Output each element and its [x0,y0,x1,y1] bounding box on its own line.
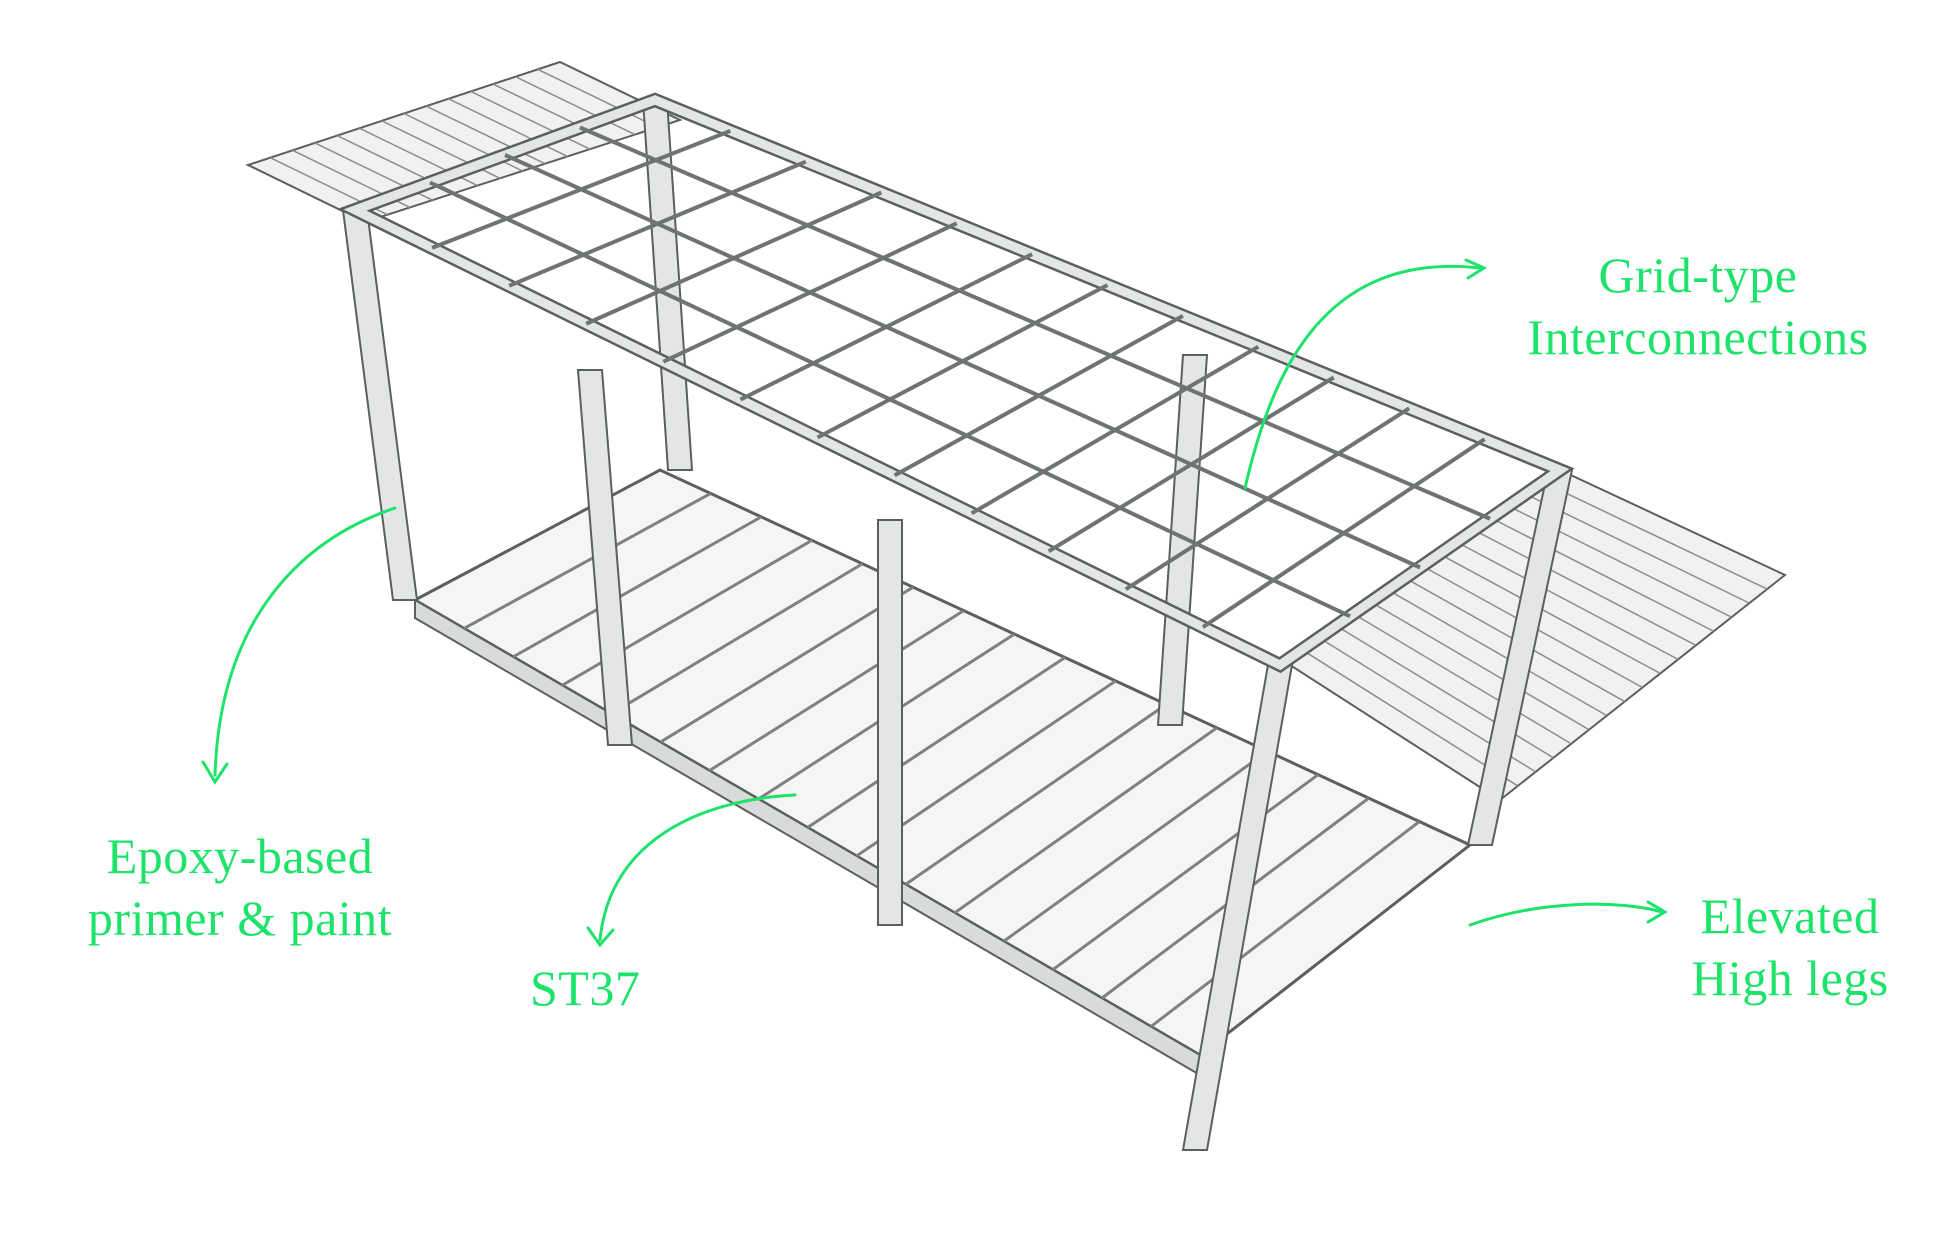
callout-legs-line1: Elevated [1700,888,1880,944]
roof-sheet-rib [1340,627,1554,759]
roof-sheet-rib [1373,603,1590,731]
floor-joist [463,492,712,630]
floor-joist [1051,773,1320,971]
roof-sheet-rib [470,90,591,150]
roof-sheet-rib [448,98,568,158]
curved-arrow-icon [1243,264,1482,490]
roof-longitudinal-bar [429,180,1351,619]
curved-arrow-icon [1646,900,1668,924]
curved-arrow-icon [586,926,615,948]
roof-sheet-rib [1390,591,1608,717]
callout-st37-line1: ST37 [530,960,641,1016]
callout-epoxy-primer-paint: Epoxy-based primer & paint [55,825,425,949]
curved-arrow-icon [598,793,797,942]
curved-arrow-icon [1468,902,1664,927]
callout-arrows [201,258,1668,948]
steel-post [576,369,634,746]
roof-sheet-rib [515,76,636,136]
curved-arrow-icon [1464,258,1488,280]
floor-joist [708,609,965,772]
callout-grid-line2: Interconnections [1527,309,1869,365]
roof-longitudinal-bar [504,153,1421,570]
roof-sheet-rib [1542,481,1768,590]
roof-sheet-rib [1492,518,1715,632]
callout-grid-line1: Grid-type [1598,247,1798,303]
left-roof-sheet [245,60,683,224]
floor-joist [1150,820,1421,1028]
floor-joist [904,703,1168,886]
floor-joist [659,585,914,744]
floor-joist [806,656,1066,829]
floor-joist [610,562,864,716]
roof-sheet-rib [1458,542,1679,661]
roof-grid-interconnections [429,125,1491,629]
roof-sheet-rib [1357,615,1572,745]
callout-grid-type-interconnections: Grid-type Interconnections [1488,244,1908,368]
callout-elevated-high-legs: Elevated High legs [1660,885,1920,1009]
roof-sheet-rib [1306,652,1519,787]
steel-post [877,519,903,926]
callout-st37-steel: ST37 [530,957,680,1019]
curved-arrow-icon [201,760,229,785]
floor-joist [953,726,1218,915]
callout-epoxy-line2: primer & paint [87,890,393,946]
roof-sheet-rib [1441,554,1661,675]
roof-longitudinal-bar [579,125,1491,521]
callout-legs-line2: High legs [1691,950,1889,1006]
roof-sheet-rib [1475,530,1697,646]
floor-joist [1002,750,1269,943]
steel-post [341,209,419,601]
roof-sheet-rib [537,68,658,128]
callout-epoxy-line1: Epoxy-based [106,828,374,884]
floor-joist [512,515,762,659]
curved-arrow-icon [213,506,397,777]
vertical-posts [341,99,1574,1151]
